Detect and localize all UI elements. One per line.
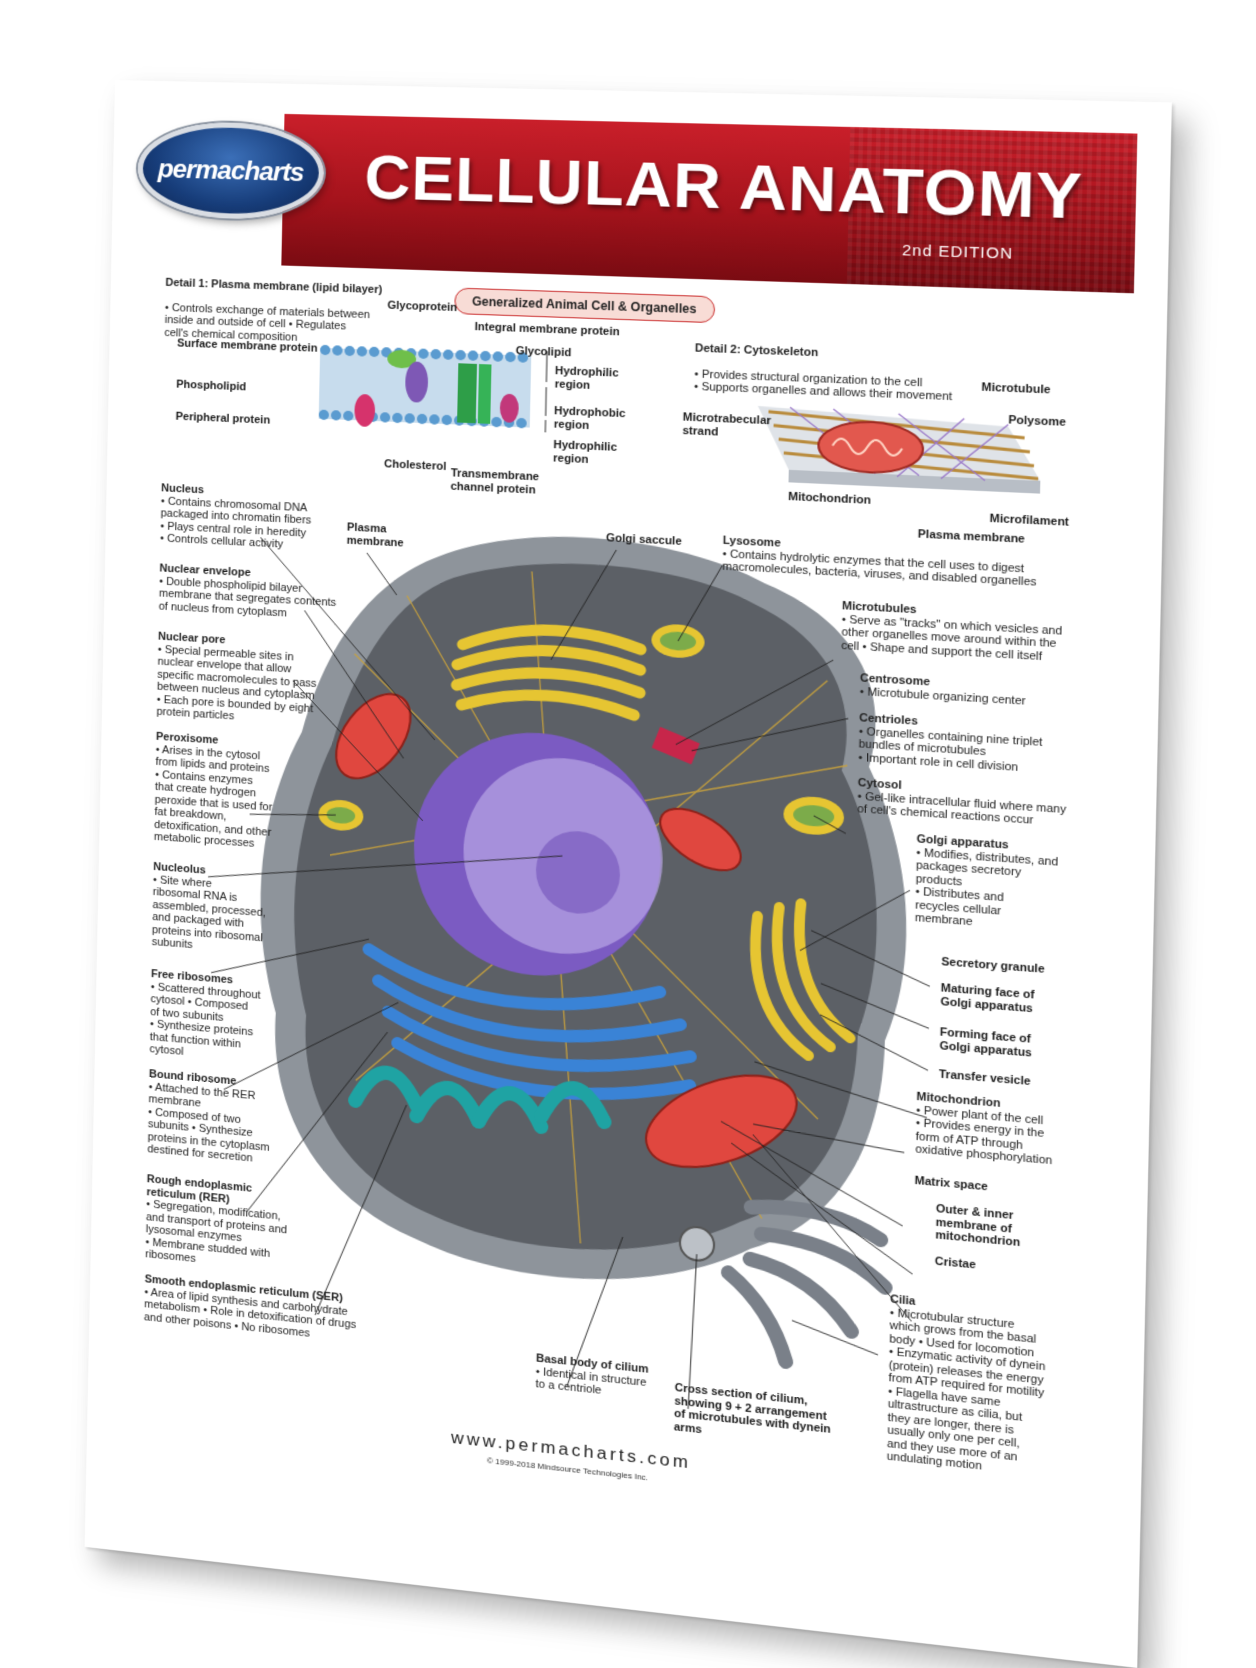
annotation-peroxisome: Peroxisome• Arises in the cytosol from l… bbox=[154, 731, 274, 852]
annotation-text: • Microtubular structure which grows fro… bbox=[886, 1306, 1046, 1473]
label-hydrophilic-top: Hydrophilic region bbox=[554, 364, 619, 392]
detail2-heading: Detail 2: Cytoskeleton bbox=[694, 341, 819, 359]
label-channel-protein: Transmembrane channel protein bbox=[450, 467, 540, 497]
annotation-text: • Modifies, distributes, and packages se… bbox=[914, 846, 1059, 929]
annotation-text: • Site where ribosomal RNA is assembled,… bbox=[151, 873, 266, 952]
chart-sheet: permacharts CELLULAR ANATOMY 2nd EDITION bbox=[84, 80, 1172, 1668]
annotation-cilia: Cilia• Microtubular structure which grow… bbox=[887, 1293, 1047, 1480]
detail2-block: Detail 2: Cytoskeleton • Provides struct… bbox=[694, 329, 977, 405]
annotation-text: • Power plant of the cell • Provides ene… bbox=[915, 1103, 1053, 1168]
label-microtubule: Microtubule bbox=[981, 381, 1051, 397]
label-glycolipid: Glycolipid bbox=[515, 344, 572, 360]
annotation-nuclear-pore: Nuclear pore• Special permeable sites in… bbox=[156, 631, 317, 728]
label-polysome: Polysome bbox=[1008, 413, 1067, 430]
animal-cell-illustration bbox=[253, 522, 915, 1372]
label-mitochondrion-membranes: Outer & inner membrane of mitochondrion bbox=[935, 1202, 1021, 1250]
annotation-free-ribosomes: Free ribosomes• Scattered throughout cyt… bbox=[149, 968, 261, 1065]
lipid-bilayer-illustration bbox=[318, 344, 547, 435]
annotation-rer: Rough endoplasmic reticulum (RER)• Segre… bbox=[145, 1173, 288, 1274]
annotation-golgi-apparatus: Golgi apparatus• Modifies, distributes, … bbox=[915, 833, 1059, 935]
cell-illustration bbox=[85, 344, 1172, 1668]
label-hydrophilic-bottom: Hydrophilic region bbox=[553, 438, 618, 466]
annotation-text: • Contains chromosomal DNA packaged into… bbox=[160, 494, 312, 551]
annotation-nuclear-envelope: Nuclear envelope• Double phospholipid bi… bbox=[159, 562, 337, 622]
label-microtrabecular: Microtrabecular strand bbox=[682, 411, 772, 439]
annotation-text: • Arises in the cytosol from lipids and … bbox=[153, 743, 273, 850]
annotation-nucleolus: Nucleolus• Site where ribosomal RNA is a… bbox=[152, 861, 267, 957]
annotation-text: • Special permeable sites in nuclear env… bbox=[156, 643, 317, 723]
label-glycoprotein: Glycoprotein bbox=[387, 299, 458, 315]
label-hydrophobic: Hydrophobic region bbox=[553, 404, 626, 432]
detail1-heading: Detail 1: Plasma membrane (lipid bilayer… bbox=[165, 276, 383, 296]
label-plasma-membrane: Plasma membrane bbox=[346, 521, 404, 550]
annotation-mitochondrion: Mitochondrion• Power plant of the cell •… bbox=[915, 1091, 1053, 1168]
annotation-nucleus: Nucleus• Contains chromosomal DNA packag… bbox=[160, 482, 312, 552]
cytoskeleton-illustration bbox=[756, 406, 1041, 494]
annotation-text: • Scattered throughout cytosol • Compose… bbox=[149, 980, 261, 1058]
detail1-block: Detail 1: Plasma membrane (lipid bilayer… bbox=[164, 264, 408, 348]
annotation-text: • Attached to the RER membrane • Compose… bbox=[147, 1080, 270, 1165]
annotation-bound-ribosome: Bound ribosome• Attached to the RER memb… bbox=[147, 1068, 271, 1166]
